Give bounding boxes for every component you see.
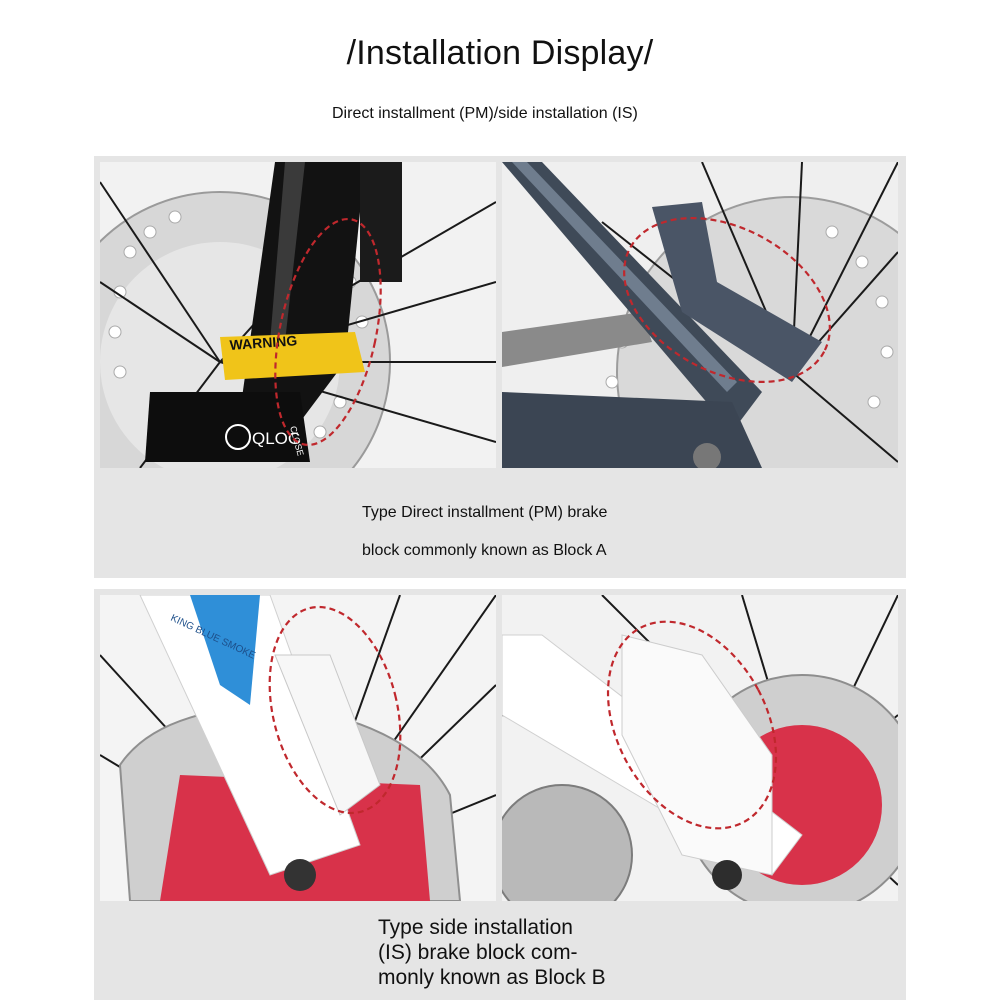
warning-sticker (220, 332, 365, 380)
section-b-caption-line3: monly known as Block B (378, 966, 606, 989)
section-b-caption-line2: (IS) brake block com- (378, 941, 578, 964)
is-mount-tab (274, 654, 381, 816)
disc-mount-tab (652, 202, 822, 382)
mount-highlight-circle (606, 620, 778, 830)
rear-rotor-edge (502, 784, 633, 901)
photo-front-fork-pm: WARNING QLOC CLOSE (100, 162, 496, 468)
is-mount-tab (621, 634, 773, 876)
page-subtitle: Direct installment (PM)/side installatio… (332, 105, 638, 122)
chain-stay (502, 392, 762, 468)
photo-rear-frame-pm (502, 162, 898, 468)
section-b-panel: KING BLUE SMOKE Type side installation (… (94, 589, 906, 1000)
photo-front-fork-is: KING BLUE SMOKE (100, 595, 496, 901)
rear-frame-is-illustration (502, 595, 898, 901)
frame-highlight (512, 162, 737, 392)
photo-rear-frame-is (502, 595, 898, 901)
mount-highlight-circle (274, 217, 382, 447)
section-b-caption: Type side installation (IS) brake block … (378, 915, 606, 990)
fork-highlight (270, 162, 305, 342)
mount-highlight-circle (623, 216, 831, 384)
section-a-caption-line2: block commonly known as Block A (362, 542, 607, 559)
fork-stanchion (360, 162, 402, 282)
quick-release-lever (145, 392, 310, 462)
mount-highlight-circle (268, 605, 402, 815)
rear-frame-pm-illustration (502, 162, 898, 468)
chain (502, 312, 652, 367)
qloc-logo-icon (225, 424, 251, 450)
section-a-panel: WARNING QLOC CLOSE (94, 156, 906, 578)
front-fork-pm-illustration: WARNING QLOC CLOSE (100, 162, 496, 468)
section-a-caption: Type Direct installment (PM) brake block… (362, 494, 607, 570)
axle-nut (284, 859, 316, 891)
white-fork-leg (139, 595, 361, 876)
warning-label: WARNING (229, 332, 298, 353)
page-title: /Installation Display/ (346, 34, 654, 72)
front-fork-is-illustration: KING BLUE SMOKE (100, 595, 496, 901)
section-a-caption-line1: Type Direct installment (PM) brake (362, 504, 608, 521)
fork-decal (190, 595, 260, 705)
section-b-caption-line1: Type side installation (378, 916, 573, 939)
axle-nut (712, 860, 742, 890)
axle-nut (693, 443, 721, 468)
